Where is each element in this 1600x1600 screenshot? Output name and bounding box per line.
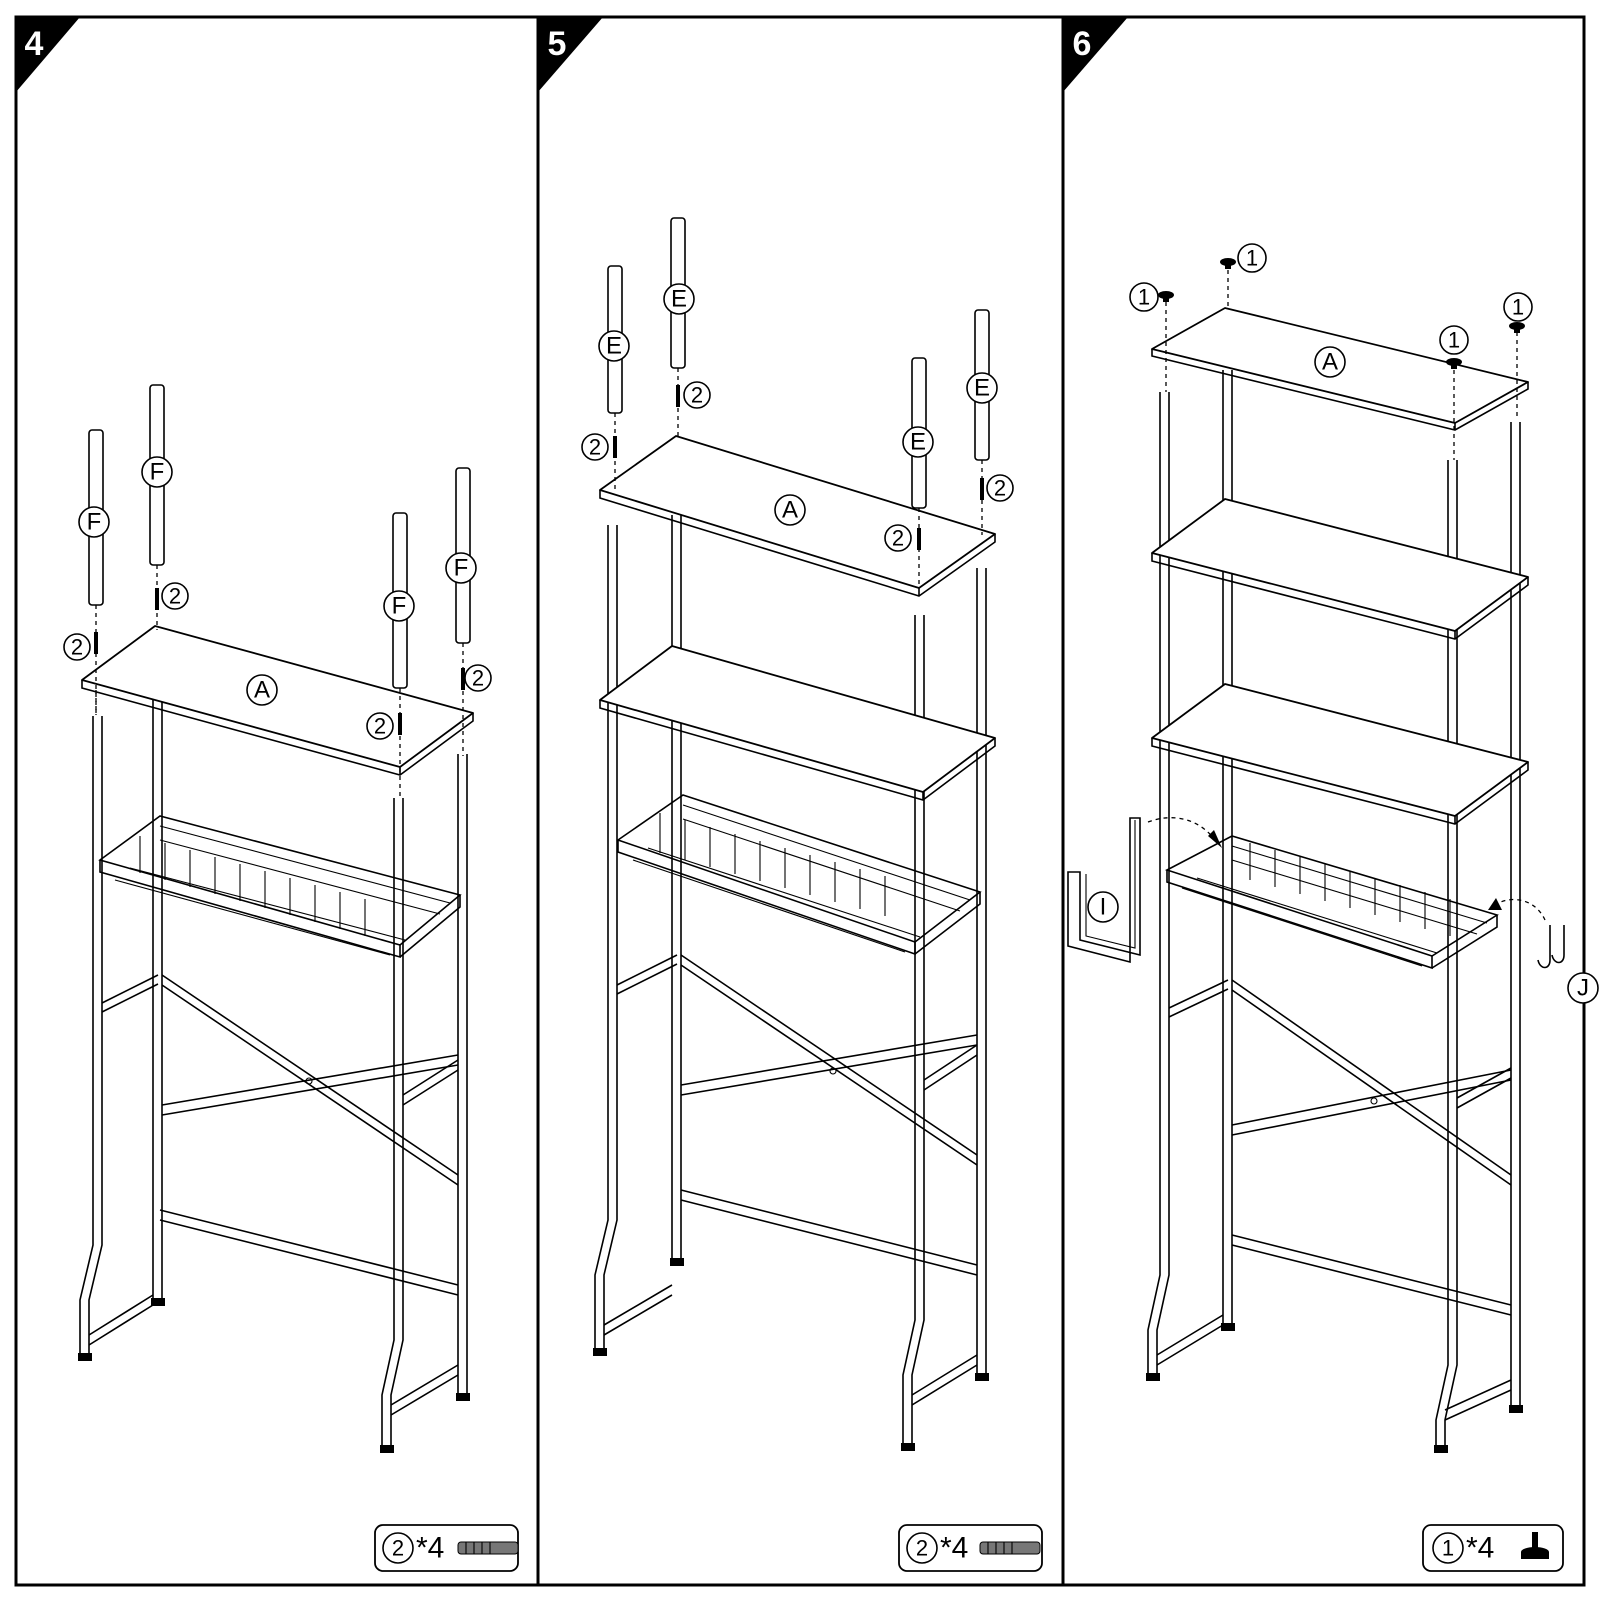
cap-callout-number: 1 xyxy=(1246,246,1258,271)
wire-basket xyxy=(98,815,462,959)
quantity-count: *4 xyxy=(940,1532,968,1565)
screw-callout-number: 2 xyxy=(169,584,181,609)
part-label-f: F xyxy=(454,555,469,582)
part-label-i: I xyxy=(1100,894,1107,921)
quantity-count: *4 xyxy=(416,1532,444,1565)
shelf-lower xyxy=(1151,683,1529,817)
cap-callout-number: 1 xyxy=(1448,328,1460,353)
screw-callouts: 2 2 2 2 xyxy=(581,381,1014,552)
part-i: I xyxy=(1067,817,1222,964)
part-j: J xyxy=(1488,898,1599,1004)
leveling-foot-icon xyxy=(1521,1532,1549,1559)
screw-callout-number: 2 xyxy=(374,714,386,739)
part-label-e: E xyxy=(606,333,622,360)
quantity-box: 1 *4 xyxy=(1422,1524,1564,1572)
panel-step-5: 5 xyxy=(536,15,1065,1587)
screw-callout-number: 2 xyxy=(994,476,1006,501)
leveling-caps xyxy=(1158,258,1525,460)
step-number: 6 xyxy=(1073,25,1092,63)
panel-step-6: 6 xyxy=(1061,15,1599,1587)
shelf-label: A xyxy=(782,497,798,524)
screw-icon xyxy=(979,1541,1041,1555)
panel-frame xyxy=(1061,15,1586,1587)
part-f-labels: F F F F xyxy=(78,456,477,622)
screw-callout-number: 2 xyxy=(691,383,703,408)
screw-callout-number: 2 xyxy=(892,526,904,551)
screw-callouts: 2 2 2 2 xyxy=(63,582,492,740)
part-label-e: E xyxy=(671,286,687,313)
shelf-upper xyxy=(1151,498,1529,632)
shelf-label: A xyxy=(254,677,270,704)
quantity-count: *4 xyxy=(1466,1532,1494,1565)
part-e-labels: E E E E xyxy=(598,283,998,458)
shelf-a xyxy=(81,625,474,768)
quantity-box: 2 *4 xyxy=(898,1524,1043,1572)
step-tab xyxy=(16,17,80,92)
part-label-j: J xyxy=(1577,975,1589,1002)
screw-icon xyxy=(457,1541,519,1555)
part-label-e: E xyxy=(974,375,990,402)
cap-callouts: 1 1 1 1 xyxy=(1129,243,1533,355)
quantity-part-number: 2 xyxy=(392,1536,404,1561)
rack-frame xyxy=(1146,370,1523,1453)
panel-step-4: 4 xyxy=(14,15,540,1587)
screw-callout-number: 2 xyxy=(589,435,601,460)
screw-callout-number: 2 xyxy=(71,635,83,660)
part-label-f: F xyxy=(87,509,102,536)
cap-callout-number: 1 xyxy=(1138,285,1150,310)
part-label-f: F xyxy=(392,593,407,620)
wire-basket xyxy=(616,794,982,956)
shelf-middle xyxy=(599,645,996,793)
step-number: 4 xyxy=(25,25,44,63)
rack-frame xyxy=(78,700,470,1453)
part-label-circle xyxy=(246,674,278,706)
quantity-box: 2 *4 xyxy=(374,1524,519,1572)
screw-callout-number: 2 xyxy=(472,666,484,691)
quantity-part-number: 2 xyxy=(916,1536,928,1561)
panel-frame xyxy=(14,15,540,1587)
step-tab xyxy=(1063,17,1128,92)
step-tab xyxy=(538,17,603,92)
wire-basket xyxy=(1164,835,1499,970)
part-label-f: F xyxy=(150,459,165,486)
step-number: 5 xyxy=(548,25,567,63)
shelf-label: A xyxy=(1322,349,1338,376)
part-label-circle xyxy=(1314,346,1346,378)
part-label-e: E xyxy=(910,429,926,456)
cap-callout-number: 1 xyxy=(1512,295,1524,320)
quantity-part-number: 1 xyxy=(1442,1536,1454,1561)
rack-frame xyxy=(593,515,989,1451)
part-label-circle xyxy=(774,494,806,526)
